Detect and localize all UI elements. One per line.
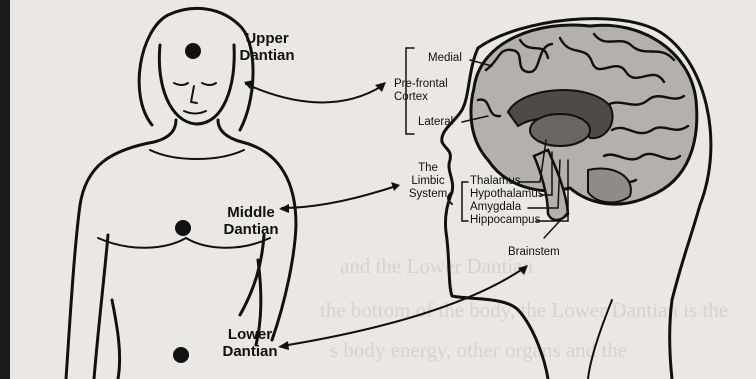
arrowhead-upper-right <box>375 82 386 92</box>
prefrontal-line1: Pre-frontal <box>394 78 448 91</box>
arrow-upper-to-cortex <box>246 84 382 102</box>
prefrontal-cortex-label: Pre-frontal Cortex <box>394 78 448 104</box>
lower-dantian-line2: Dantian <box>220 343 280 360</box>
limbic-bracket <box>462 182 468 221</box>
prefrontal-line2: Cortex <box>394 91 448 104</box>
woman-left-shoulder <box>66 142 154 379</box>
lateral-label: Lateral <box>418 116 453 129</box>
upper-dantian-label: Upper Dantian <box>238 30 296 64</box>
upper-dantian-dot <box>185 43 201 59</box>
woman-left-arm-inner <box>94 235 108 379</box>
arrow-lower-to-brainstem <box>282 268 524 346</box>
lower-dantian-dot <box>173 347 189 363</box>
head-back <box>588 300 612 379</box>
middle-dantian-line2: Dantian <box>218 221 284 238</box>
lower-dantian-label: Lower Dantian <box>220 326 280 360</box>
middle-dantian-line1: Middle <box>218 204 284 221</box>
hippocampus-label: Hippocampus <box>470 214 540 227</box>
lower-dantian-line1: Lower <box>220 326 280 343</box>
woman-mouth <box>184 111 206 114</box>
limbic-line2: Limbic <box>400 175 456 188</box>
medial-label: Medial <box>428 52 462 65</box>
thalamus-shape <box>530 114 590 146</box>
woman-eye-right <box>202 83 216 85</box>
woman-bust <box>98 238 270 248</box>
limbic-system-label: The Limbic System <box>400 162 456 201</box>
limbic-line3: System <box>400 188 456 201</box>
brainstem-label: Brainstem <box>508 246 560 259</box>
upper-dantian-line1: Upper <box>238 30 296 47</box>
middle-dantian-dot <box>175 220 191 236</box>
woman-nose <box>191 86 197 103</box>
upper-dantian-line2: Dantian <box>238 47 296 64</box>
middle-dantian-label: Middle Dantian <box>218 204 284 238</box>
woman-neck-left <box>154 120 176 142</box>
woman-waist-left <box>112 300 120 379</box>
amygdala-label: Amygdala <box>470 201 521 214</box>
thalamus-label: Thalamus <box>470 175 521 188</box>
woman-eye-left <box>174 83 188 85</box>
woman-collar <box>150 150 244 159</box>
woman-right-shoulder <box>242 142 296 340</box>
woman-hair <box>139 8 253 130</box>
woman-neck-right <box>218 120 242 142</box>
hypothalamus-label: Hypothalamus <box>470 188 544 201</box>
limbic-line1: The <box>400 162 456 175</box>
arrow-middle-to-limbic <box>282 186 396 208</box>
